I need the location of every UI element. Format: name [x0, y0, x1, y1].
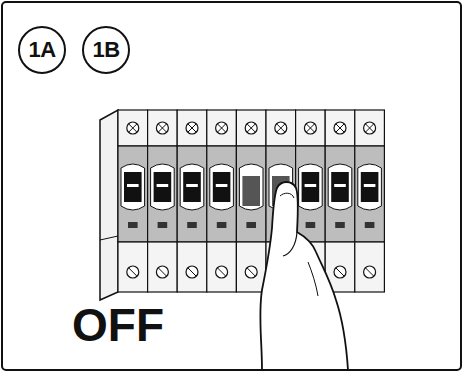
step-circle: 1A: [18, 26, 66, 74]
breaker-module: [118, 110, 148, 292]
step-number: 1A: [28, 37, 55, 63]
breaker-module: [177, 110, 207, 292]
breaker-module: [325, 110, 355, 292]
step-number: 1B: [92, 37, 119, 63]
state-label: OFF: [72, 302, 164, 348]
hand: [260, 182, 348, 370]
breaker-module: [148, 110, 178, 292]
step-circle: 1B: [82, 26, 130, 74]
breaker-panel: [100, 110, 118, 300]
breaker-module: [207, 110, 237, 292]
breaker-module: [236, 110, 266, 292]
breaker-module: [355, 110, 385, 292]
